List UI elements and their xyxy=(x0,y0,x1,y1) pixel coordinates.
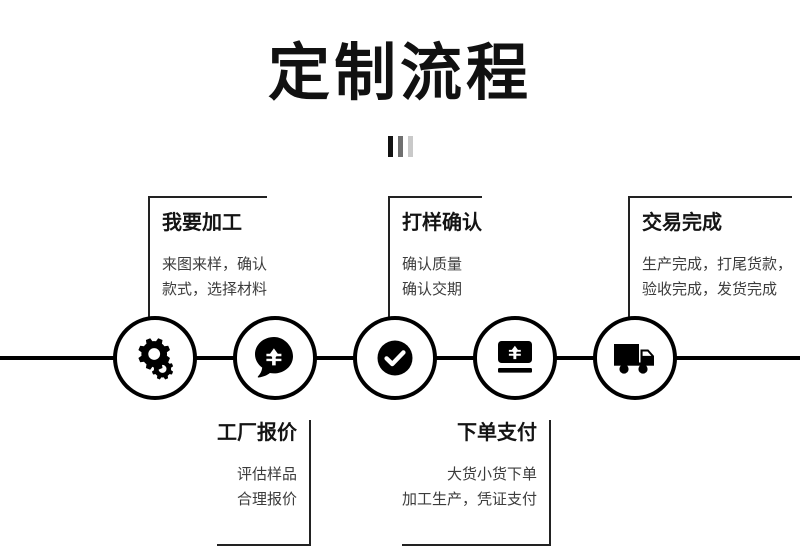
step-desc-line: 大货小货下单 xyxy=(446,466,537,483)
delivery-truck-icon xyxy=(611,340,659,376)
step-desc-5: 生产完成，打尾货款， 验收完成，发货完成 xyxy=(642,252,792,302)
step-callout-2: 工厂报价 评估样品 合理报价 xyxy=(217,420,311,546)
step-desc-line: 确认交期 xyxy=(402,281,463,298)
decor-bar-light-icon xyxy=(407,136,413,157)
step-title-5: 交易完成 xyxy=(642,212,722,234)
step-title-2: 工厂报价 xyxy=(217,422,297,444)
step-desc-4: 大货小货下单 加工生产，凭证支付 xyxy=(402,462,537,512)
step-callout-5: 交易完成 生产完成，打尾货款， 验收完成，发货完成 xyxy=(628,196,793,328)
step-desc-3: 确认质量 确认交期 xyxy=(402,252,482,302)
step-desc-line: 加工生产，凭证支付 xyxy=(401,491,537,508)
step-desc-line: 合理报价 xyxy=(236,491,297,508)
step-node-2[interactable] xyxy=(233,316,317,400)
step-node-3[interactable] xyxy=(353,316,437,400)
step-title-1: 我要加工 xyxy=(162,212,242,234)
step-desc-line: 生产完成，打尾货款， xyxy=(642,256,793,273)
title-decoration xyxy=(0,136,800,160)
step-title-3: 打样确认 xyxy=(402,212,482,234)
step-desc-line: 评估样品 xyxy=(236,466,297,483)
step-title-4: 下单支付 xyxy=(457,422,537,444)
gears-icon xyxy=(131,336,179,380)
step-desc-2: 评估样品 合理报价 xyxy=(217,462,297,512)
step-desc-line: 验收完成，发货完成 xyxy=(642,281,778,298)
step-desc-line: 确认质量 xyxy=(402,256,463,273)
price-chat-bubble-yuan-icon xyxy=(252,335,298,381)
step-desc-line: 款式，选择材料 xyxy=(162,281,268,298)
step-callout-1: 我要加工 来图来样，确认 款式，选择材料 xyxy=(148,196,268,328)
page-title: 定制流程 xyxy=(267,39,532,108)
decor-bar-mid-icon xyxy=(397,136,403,157)
payment-terminal-yuan-icon xyxy=(492,338,538,378)
step-node-1[interactable] xyxy=(113,316,197,400)
decor-bar-dark-icon xyxy=(387,136,393,157)
step-callout-3: 打样确认 确认质量 确认交期 xyxy=(388,196,482,328)
step-desc-1: 来图来样，确认 款式，选择材料 xyxy=(162,252,267,302)
step-callout-4: 下单支付 大货小货下单 加工生产，凭证支付 xyxy=(401,420,551,546)
step-desc-line: 来图来样，确认 xyxy=(162,256,268,273)
check-circle-icon xyxy=(372,335,418,381)
step-node-5[interactable] xyxy=(593,316,677,400)
step-node-4[interactable] xyxy=(473,316,557,400)
